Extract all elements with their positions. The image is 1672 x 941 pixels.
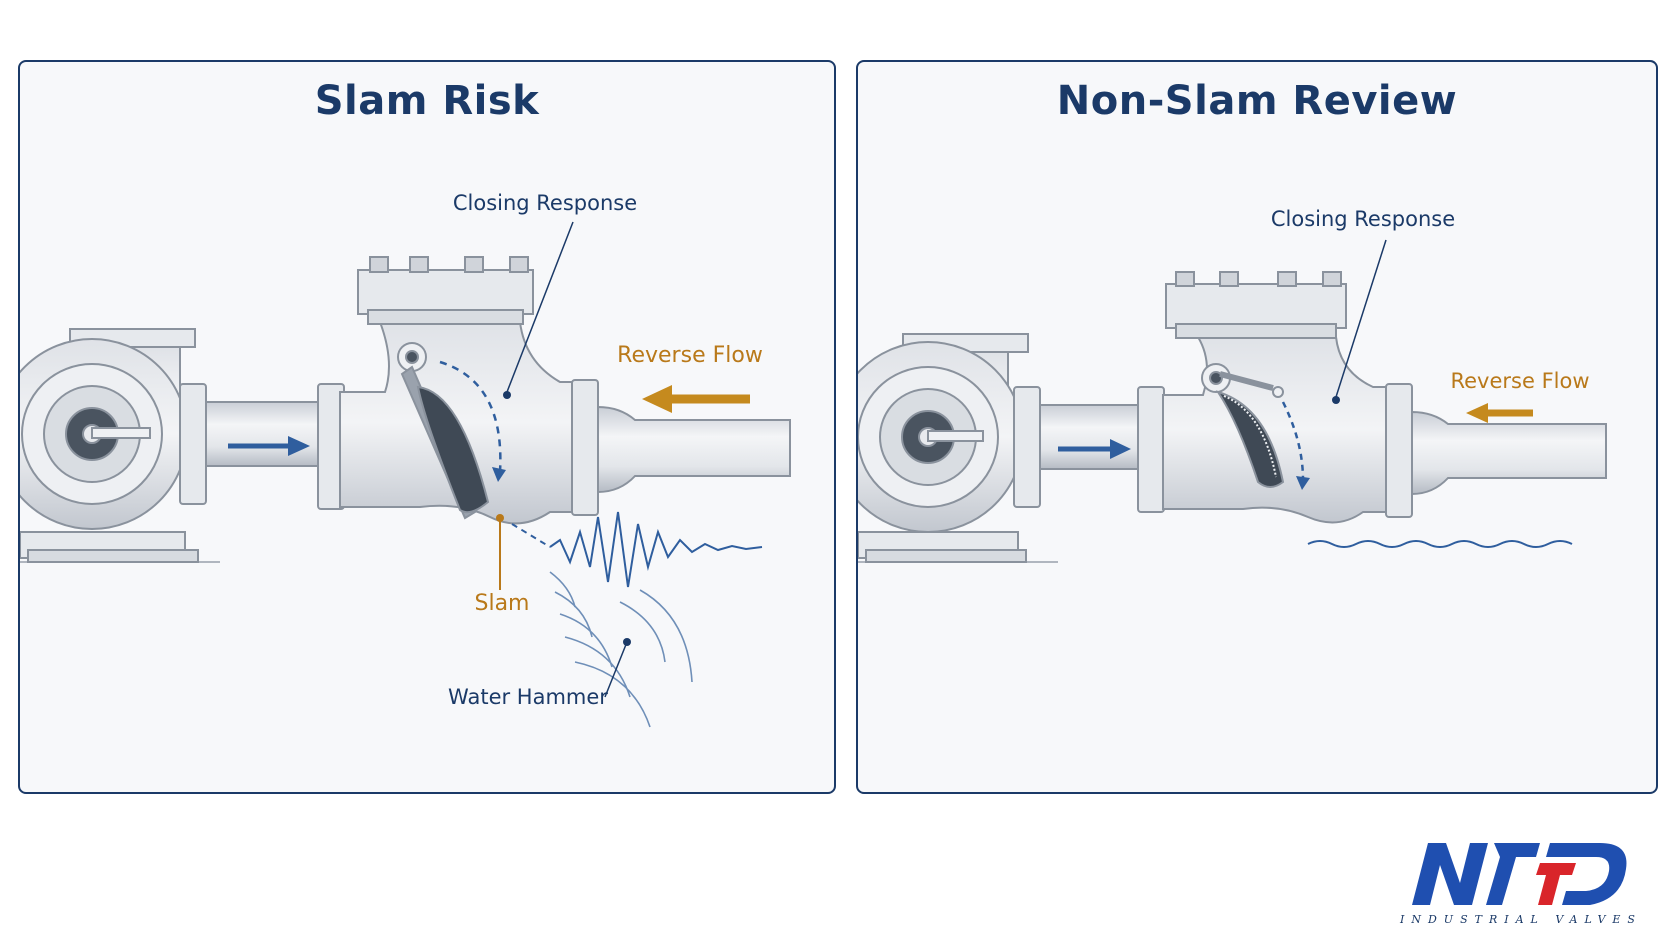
slam-label: Slam	[475, 591, 530, 616]
pump-icon	[20, 328, 199, 563]
panel-title: Non-Slam Review	[1056, 78, 1458, 124]
logo-tagline: INDUSTRIAL VALVES	[1399, 913, 1642, 926]
pressure-wave-icon	[1307, 540, 1573, 548]
slam-risk-diagram: Closing Response Reverse Flow Slam Water…	[20, 191, 791, 728]
panel-title: Slam Risk	[314, 78, 540, 124]
flow-arrow-icon	[642, 385, 750, 413]
closing-response-label: Closing Response	[1271, 207, 1455, 231]
logo-mark	[1412, 843, 1627, 905]
ntgd-logo: INDUSTRIAL VALVES	[1399, 843, 1642, 926]
slam-risk-panel: Slam Risk	[18, 60, 836, 794]
check-valve-icon	[1162, 271, 1413, 524]
pressure-wave-icon	[511, 511, 763, 588]
flow-arrow-icon	[1058, 439, 1131, 459]
water-hammer-label: Water Hammer	[448, 685, 608, 709]
reverse-flow-label: Reverse Flow	[1450, 369, 1589, 393]
non-slam-review-diagram: Closing Response Reverse Flow	[858, 207, 1607, 563]
closing-response-label: Closing Response	[453, 191, 637, 215]
pump-icon	[858, 333, 1029, 563]
reverse-flow-label: Reverse Flow	[617, 343, 763, 368]
flow-arrow-icon	[228, 436, 310, 456]
non-slam-review-panel: Non-Slam Review	[856, 60, 1658, 794]
flow-arrow-icon	[1466, 403, 1533, 423]
check-valve-icon	[339, 256, 599, 525]
